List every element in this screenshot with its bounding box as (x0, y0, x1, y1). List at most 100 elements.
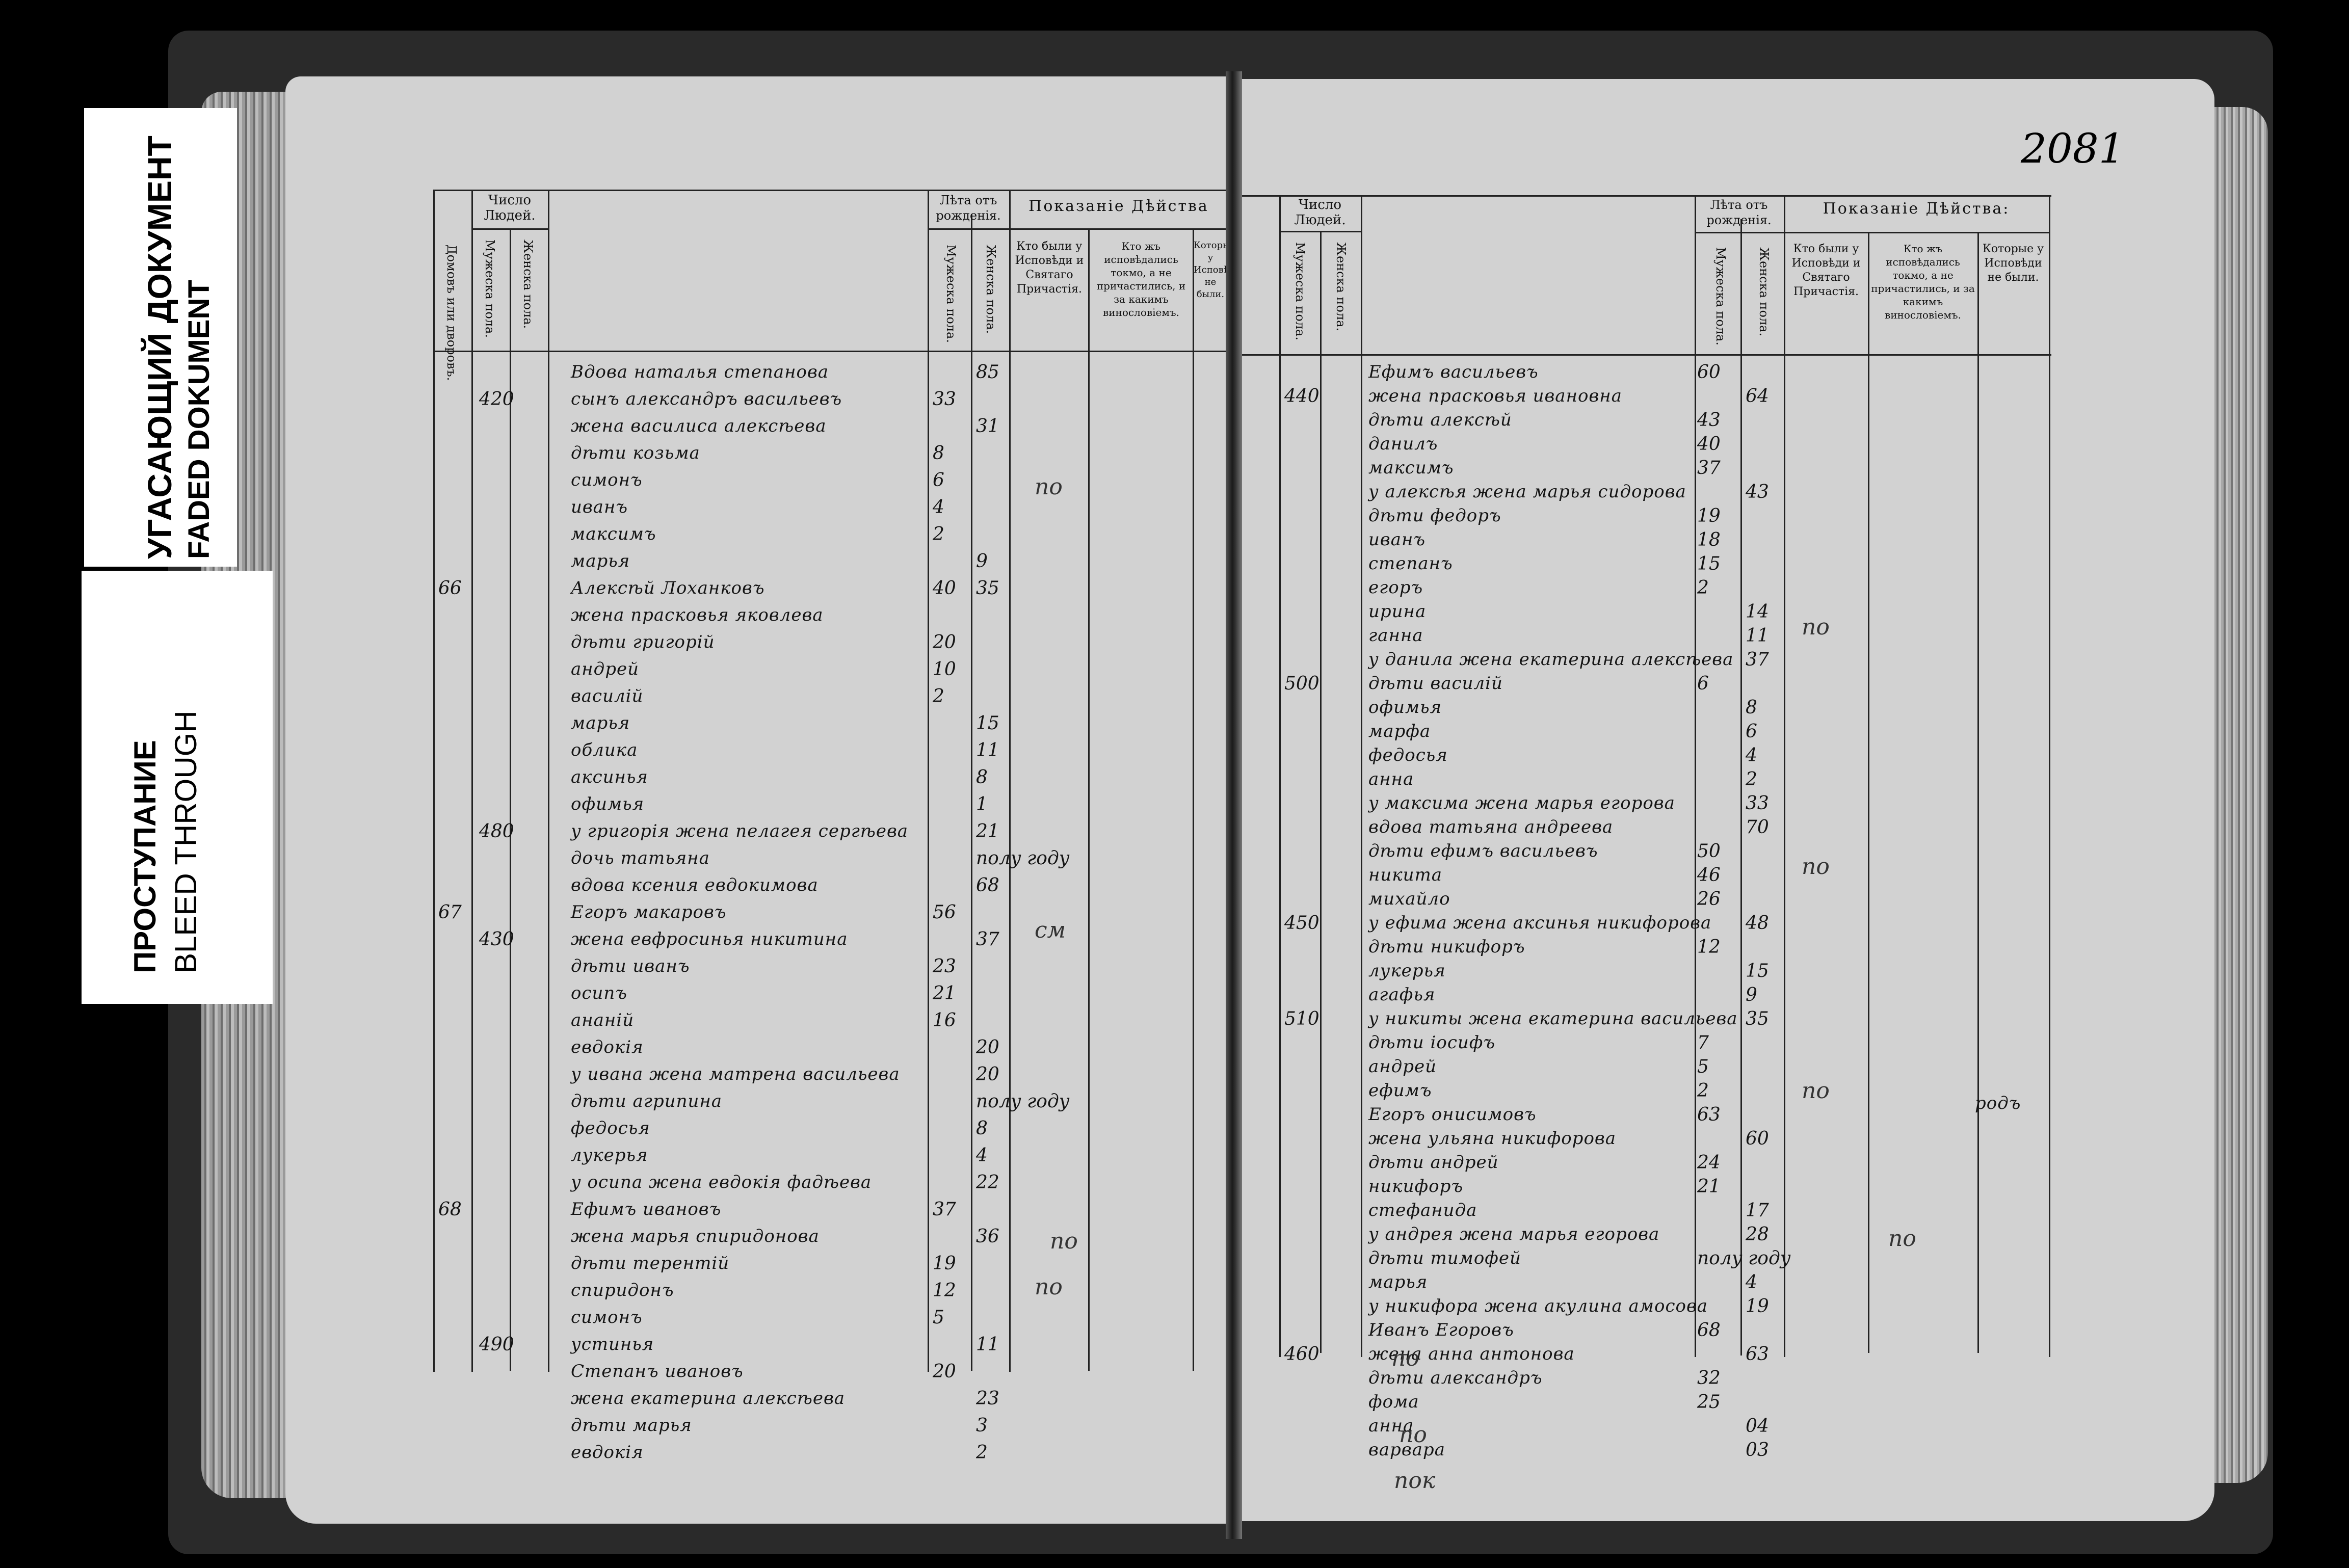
header-count-people: Число Людей. (484, 193, 536, 223)
age-female: 20 (976, 1064, 999, 1085)
entry-name: у ивана жена матрена васильева (571, 1064, 900, 1084)
age-male: 4 (933, 497, 944, 518)
age-female: 33 (1746, 793, 1769, 814)
entry-name: жена василиса алексѣева (571, 416, 827, 436)
entry-name: вдова ксения евдокимова (571, 875, 819, 895)
header-never: Которые у Исповѣди не были. (1982, 243, 2044, 284)
age-female: 60 (1746, 1128, 1769, 1149)
header-male: Мужеска пола. (1293, 242, 1307, 340)
entry-name: иванъ (571, 497, 628, 517)
age-female: 4 (976, 1145, 988, 1166)
header-never: Которые у Исповѣди не были. (1194, 240, 1227, 300)
age-female: 8 (976, 767, 988, 788)
age-male: 2 (1697, 1080, 1709, 1101)
age-male: 19 (933, 1253, 956, 1274)
yard-number: 67 (438, 902, 462, 923)
entry-name: офимья (571, 794, 645, 814)
pencil-note: по (1399, 1422, 1427, 1448)
house-number: 450 (1284, 913, 1319, 934)
bleed-label-en: BLEED THROUGH (169, 710, 203, 973)
entry-name: симонъ (571, 1307, 643, 1327)
entry-name: дѣти агрипина (571, 1091, 723, 1111)
age-male: 68 (1697, 1320, 1721, 1341)
entry-name: андрей (571, 659, 639, 679)
age-male: 40 (1697, 434, 1721, 455)
age-male: 2 (933, 524, 944, 545)
entry-name: сынъ александръ васильевъ (571, 389, 842, 409)
bleed-through-label: ПРОСТУПАНИЕ BLEED THROUGH (82, 571, 273, 1004)
entry-name: марья (571, 551, 630, 571)
age-male: 10 (933, 659, 956, 680)
house-number: 490 (479, 1334, 514, 1355)
entry-name: евдокія (571, 1442, 644, 1463)
header-years: Лѣта отъ рожденія. (1706, 198, 1772, 227)
age-female: 04 (1746, 1416, 1769, 1437)
entry-name: дочь татьяна (571, 848, 710, 868)
entry-name: дѣти никифоръ (1368, 937, 1525, 957)
age-male: 23 (933, 956, 956, 977)
age-male: 5 (933, 1307, 944, 1328)
header-male: Мужеска пола. (483, 240, 497, 338)
age-female: 2 (1746, 769, 1757, 790)
house-number: 430 (479, 929, 514, 950)
age-female: 31 (976, 416, 999, 437)
age-male: 26 (1697, 889, 1721, 910)
entry-name: жена прасковья яковлева (571, 605, 824, 625)
entry-name: ирина (1368, 601, 1427, 622)
entry-name: ганна (1368, 625, 1423, 646)
age-male: 20 (933, 1361, 956, 1382)
entry-name: никифоръ (1368, 1176, 1464, 1197)
entry-name: дѣти козьма (571, 443, 700, 463)
margin-note: по (1035, 1274, 1063, 1300)
header-age-female: Женска пола. (1757, 247, 1771, 337)
entry-name: дѣти андрей (1368, 1152, 1499, 1173)
entry-name: анна (1368, 769, 1414, 789)
age-female: 2 (976, 1442, 988, 1463)
entry-name: дѣти марья (571, 1415, 692, 1436)
age-female: 22 (976, 1172, 999, 1193)
header-age-male: Мужеска пола. (1713, 247, 1728, 346)
age-male: 19 (1697, 506, 1721, 526)
entry-name: жена анна антонова (1368, 1344, 1575, 1364)
entry-name: ефимъ (1368, 1080, 1432, 1101)
age-female: 63 (1746, 1344, 1769, 1365)
age-female: 21 (976, 821, 999, 842)
entry-name: жена евфросинья никитина (571, 929, 848, 949)
entry-name: андрей (1368, 1056, 1437, 1077)
age-male: 2 (933, 686, 944, 707)
age-female: 23 (976, 1388, 999, 1409)
entry-name: Степанъ ивановъ (571, 1361, 744, 1381)
age-female: 15 (976, 713, 999, 734)
entry-name: агафья (1368, 985, 1436, 1005)
entry-name: устинья (571, 1334, 654, 1354)
header-bottom-rule (433, 351, 1228, 352)
entry-name: ананій (571, 1010, 635, 1030)
pencil-note: пок (1394, 1468, 1436, 1494)
age-male: 37 (933, 1199, 956, 1220)
entry-name: дѣти александръ (1368, 1368, 1543, 1388)
entry-name: у андрея жена марья егорова (1368, 1224, 1660, 1244)
entry-name: егоръ (1368, 577, 1423, 598)
entry-name: осипъ (571, 983, 627, 1003)
age-male: 18 (1697, 529, 1721, 550)
age-male: 12 (1697, 937, 1721, 958)
header-not-communed: Кто жъ исповѣдались токмо, а не причасти… (1871, 243, 1975, 321)
entry-name: михайло (1368, 889, 1450, 909)
book-gutter (1226, 71, 1242, 1539)
age-female: 64 (1746, 386, 1769, 407)
margin-note: по (1035, 474, 1063, 500)
age-female: полу году (976, 848, 1070, 869)
margin-note: по (1050, 1228, 1078, 1254)
age-male: полу году (1697, 1248, 1791, 1269)
age-male: 43 (1697, 410, 1721, 431)
entry-name: дѣти федоръ (1368, 506, 1501, 526)
entry-name: у григорія жена пелагея сергѣева (571, 821, 909, 841)
header-female: Женска пола. (521, 240, 535, 329)
entry-name: никита (1368, 865, 1443, 885)
age-female: 11 (1746, 625, 1769, 646)
age-female: 11 (976, 1334, 999, 1355)
age-female: 35 (1746, 1008, 1769, 1029)
entry-name: жена марья спиридонова (571, 1226, 820, 1246)
entry-name: степанъ (1368, 553, 1453, 574)
age-male: 24 (1697, 1152, 1721, 1173)
